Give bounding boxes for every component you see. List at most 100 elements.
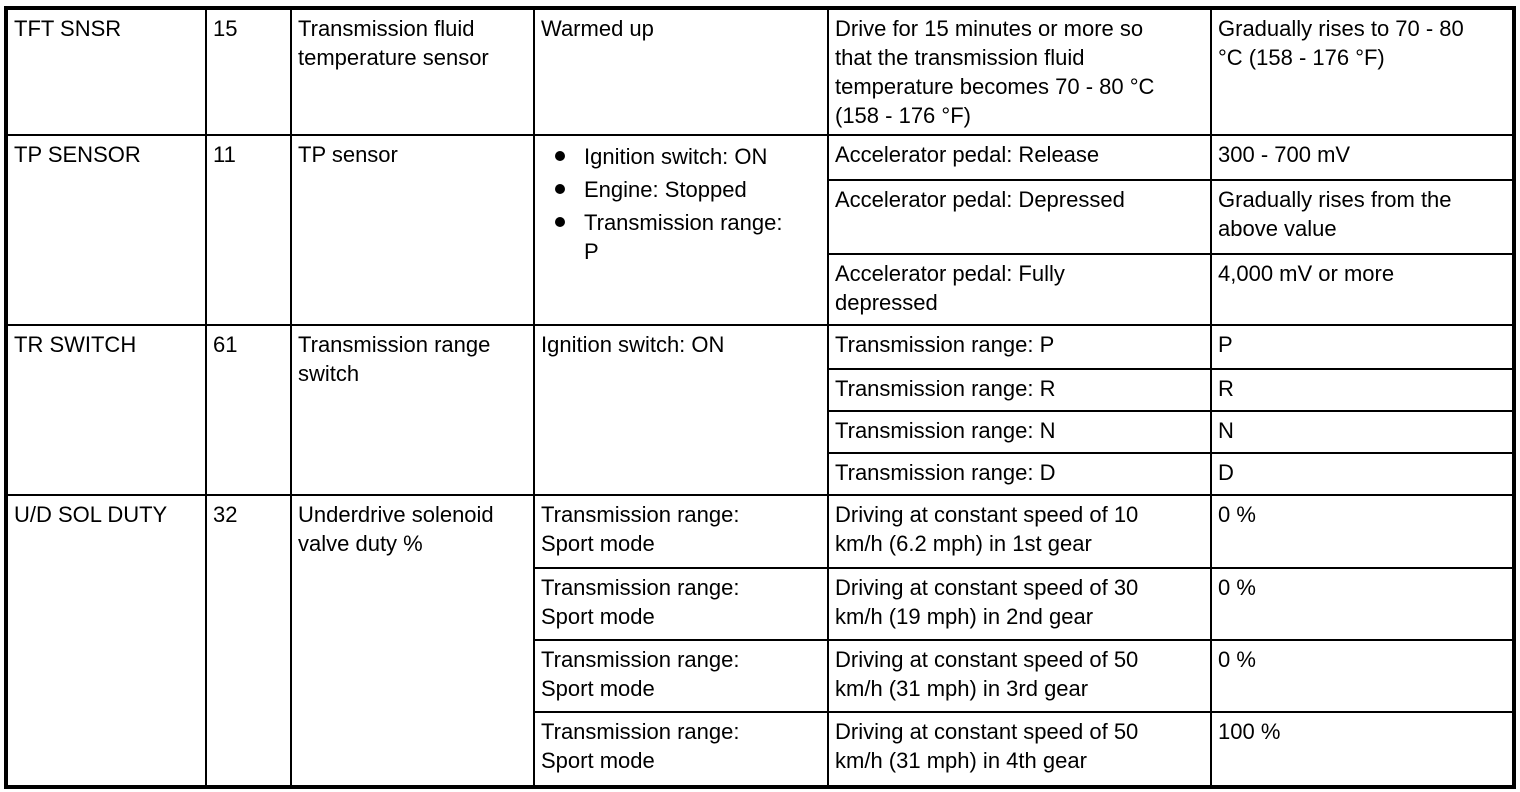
cell-test-condition: Transmission range: D: [827, 452, 1212, 496]
cell-normal-value: 0 %: [1210, 567, 1515, 641]
item-description-text: Transmission fluid temperature sensor: [298, 16, 489, 70]
normal-value-text: R: [1218, 376, 1234, 401]
table-row: TP SENSOR 11 TP sensor Ignition switch: …: [5, 134, 1515, 326]
test-condition-text: Driving at constant speed of 50 km/h (31…: [835, 719, 1139, 773]
item-number-text: 15: [213, 16, 238, 41]
cell-normal-value: 0 %: [1210, 639, 1515, 713]
table-row: Transmission range: R R: [6, 368, 1515, 412]
cell-normal-value: Gradually rises from the above value: [1210, 179, 1515, 255]
normal-value-text: Gradually rises from the above value: [1218, 187, 1452, 241]
cell-item-name: TP SENSOR: [5, 134, 207, 326]
cell-test-condition: Transmission range: R: [827, 368, 1212, 412]
cell-item-number: 61: [205, 324, 292, 496]
test-condition-text: Drive for 15 minutes or more so that the…: [835, 16, 1155, 128]
table-row: U/D SOL DUTY 32 Underdrive solenoid valv…: [5, 494, 1515, 788]
cell-test-condition: Accelerator pedal: Depressed: [827, 179, 1212, 255]
cell-test-condition: Transmission range: P: [827, 324, 1212, 370]
table-row: TFT SNSR 15 Transmission fluid temperatu…: [5, 7, 1515, 136]
table-row: Transmission range: Sport mode Driving a…: [6, 567, 1515, 641]
condition-text: Transmission range: Sport mode: [541, 647, 740, 701]
cell-normal-value: Gradually rises to 70 - 80 °C (158 - 176…: [1210, 7, 1515, 136]
condition-bullet-item: Ignition switch: ON: [541, 142, 821, 171]
cell-test-condition: Drive for 15 minutes or more so that the…: [827, 7, 1212, 136]
normal-value-text: 4,000 mV or more: [1218, 261, 1395, 286]
bullet-text: Engine: Stopped: [584, 177, 747, 202]
cell-normal-value: R: [1210, 368, 1515, 412]
condition-bullet-list: Ignition switch: ON Engine: Stopped Tran…: [541, 140, 821, 266]
cell-condition: Ignition switch: ON: [533, 324, 829, 496]
normal-value-text: 100 %: [1218, 719, 1281, 744]
condition-bullet-item: Engine: Stopped: [541, 175, 821, 204]
cell-test-condition: Transmission range: N: [827, 410, 1212, 454]
test-condition-text: Driving at constant speed of 30 km/h (19…: [835, 575, 1139, 629]
cell-item-description: Underdrive solenoid valve duty %: [290, 494, 535, 788]
bullet-icon: [555, 184, 565, 194]
condition-text: Transmission range: Sport mode: [541, 719, 740, 773]
bullet-text: Transmission range: P: [584, 210, 783, 264]
item-name-text: TFT SNSR: [14, 16, 122, 41]
item-description-text: TP sensor: [298, 142, 398, 167]
cell-normal-value: 100 %: [1210, 711, 1515, 788]
normal-value-text: 0 %: [1218, 647, 1256, 672]
cell-normal-value: N: [1210, 410, 1515, 454]
cell-test-condition: Accelerator pedal: Fully depressed: [827, 253, 1212, 326]
cell-item-description: Transmission fluid temperature sensor: [290, 7, 535, 136]
cell-normal-value: 0 %: [1210, 494, 1515, 569]
item-name-text: U/D SOL DUTY: [14, 502, 168, 527]
cell-condition: Transmission range: Sport mode: [533, 711, 829, 788]
normal-value-text: 300 - 700 mV: [1218, 142, 1351, 167]
cell-condition: Warmed up: [533, 7, 829, 136]
table-row: Accelerator pedal: Depressed Gradually r…: [6, 179, 1515, 255]
test-condition-text: Transmission range: N: [835, 418, 1056, 443]
table-row: TR SWITCH 61 Transmission range switch I…: [5, 324, 1515, 496]
cell-test-condition: Driving at constant speed of 50 km/h (31…: [827, 711, 1212, 788]
test-condition-text: Driving at constant speed of 10 km/h (6.…: [835, 502, 1139, 556]
cell-condition: Ignition switch: ON Engine: Stopped Tran…: [533, 134, 829, 326]
cell-item-description: TP sensor: [290, 134, 535, 326]
cell-item-number: 15: [205, 7, 292, 136]
bullet-icon: [555, 217, 565, 227]
item-number-text: 11: [213, 142, 236, 167]
cell-normal-value: 4,000 mV or more: [1210, 253, 1515, 326]
cell-normal-value: D: [1210, 452, 1515, 496]
cell-normal-value: P: [1210, 324, 1515, 370]
test-condition-text: Accelerator pedal: Release: [835, 142, 1100, 167]
item-description-text: Transmission range switch: [298, 332, 491, 386]
normal-value-text: D: [1218, 460, 1234, 485]
cell-test-condition: Driving at constant speed of 30 km/h (19…: [827, 567, 1212, 641]
table-row: Accelerator pedal: Fully depressed 4,000…: [6, 253, 1515, 326]
condition-text: Ignition switch: ON: [541, 332, 725, 357]
cell-item-number: 11: [205, 134, 292, 326]
test-condition-text: Transmission range: D: [835, 460, 1056, 485]
condition-text: Warmed up: [541, 16, 654, 41]
data-monitor-table: TFT SNSR 15 Transmission fluid temperatu…: [4, 6, 1516, 789]
condition-bullet-item: Transmission range: P: [541, 208, 821, 266]
normal-value-text: 0 %: [1218, 502, 1256, 527]
cell-normal-value: 300 - 700 mV: [1210, 134, 1515, 181]
bullet-icon: [555, 151, 565, 161]
cell-item-description: Transmission range switch: [290, 324, 535, 496]
cell-test-condition: Driving at constant speed of 10 km/h (6.…: [827, 494, 1212, 569]
cell-item-name: TFT SNSR: [5, 7, 207, 136]
cell-condition: Transmission range: Sport mode: [533, 567, 829, 641]
item-number-text: 61: [213, 332, 238, 357]
cell-item-name: TR SWITCH: [5, 324, 207, 496]
normal-value-text: 0 %: [1218, 575, 1256, 600]
test-condition-text: Transmission range: P: [835, 332, 1055, 357]
cell-condition: Transmission range: Sport mode: [533, 639, 829, 713]
condition-text: Transmission range: Sport mode: [541, 575, 740, 629]
table-row: Transmission range: D D: [6, 452, 1515, 496]
item-description-text: Underdrive solenoid valve duty %: [298, 502, 494, 556]
cell-condition: Transmission range: Sport mode: [533, 494, 829, 569]
table-row: Transmission range: Sport mode Driving a…: [6, 639, 1515, 713]
normal-value-text: P: [1218, 332, 1233, 357]
test-condition-text: Accelerator pedal: Fully depressed: [835, 261, 1065, 315]
item-number-text: 32: [213, 502, 238, 527]
table-row: Transmission range: Sport mode Driving a…: [6, 711, 1515, 788]
test-condition-text: Driving at constant speed of 50 km/h (31…: [835, 647, 1139, 701]
cell-item-number: 32: [205, 494, 292, 788]
table-row: Transmission range: N N: [6, 410, 1515, 454]
bullet-text: Ignition switch: ON: [584, 144, 768, 169]
test-condition-text: Accelerator pedal: Depressed: [835, 187, 1125, 212]
